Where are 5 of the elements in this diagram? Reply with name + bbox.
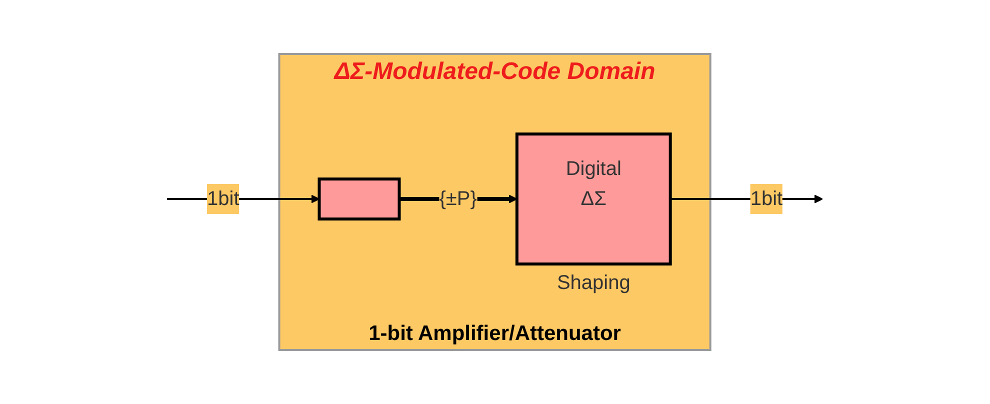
edge-label: {±P} (439, 188, 478, 210)
node-box: Digital ΔΣ (516, 132, 672, 266)
edge-label: 1bit (750, 188, 783, 210)
node-box (318, 178, 401, 220)
node-label: Shaping (557, 272, 631, 294)
